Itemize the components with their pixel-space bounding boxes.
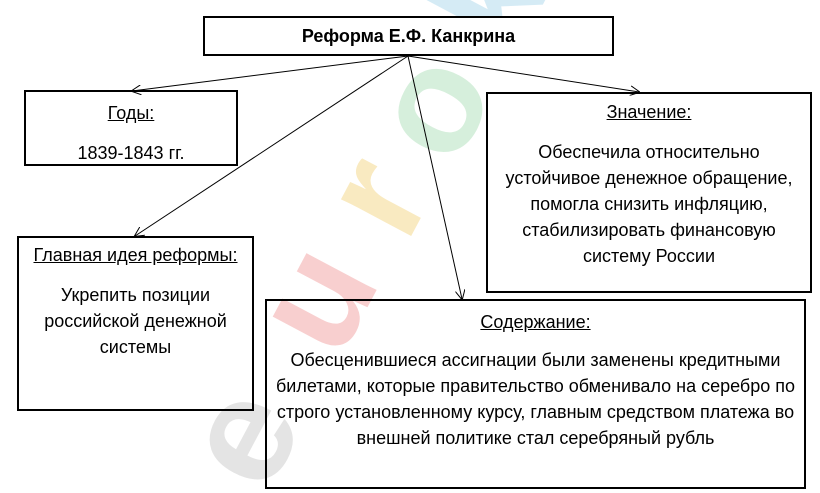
arrow-to-idea: [135, 55, 409, 236]
content-heading: Содержание:: [480, 312, 591, 332]
diagram-title-text: Реформа Е.Ф. Канкрина: [301, 26, 516, 46]
arrow-to-content: [407, 55, 462, 299]
content-box: Содержание: Обесценившиеся ассигнации бы…: [265, 299, 806, 489]
main-idea-text: Укрепить позиции российской денежной сис…: [44, 285, 227, 357]
years-heading: Годы:: [107, 103, 155, 123]
main-idea-box: Главная идея реформы: Укрепить позиции р…: [17, 236, 254, 411]
content-text: Обесценившиеся ассигнации были заменены …: [275, 350, 796, 448]
arrow-to-meaning: [407, 55, 639, 92]
main-idea-heading: Главная идея реформы:: [33, 245, 238, 265]
meaning-text: Обеспечила относительно устойчивое денеж…: [505, 142, 793, 266]
meaning-box: Значение: Обеспечила относительно устойч…: [486, 92, 812, 293]
meaning-heading: Значение:: [606, 102, 692, 122]
arrow-to-years: [132, 55, 409, 91]
diagram-title: Реформа Е.Ф. Канкрина: [203, 16, 614, 56]
years-text: 1839-1843 гг.: [77, 143, 185, 163]
years-box: Годы: 1839-1843 гг.: [24, 90, 238, 166]
